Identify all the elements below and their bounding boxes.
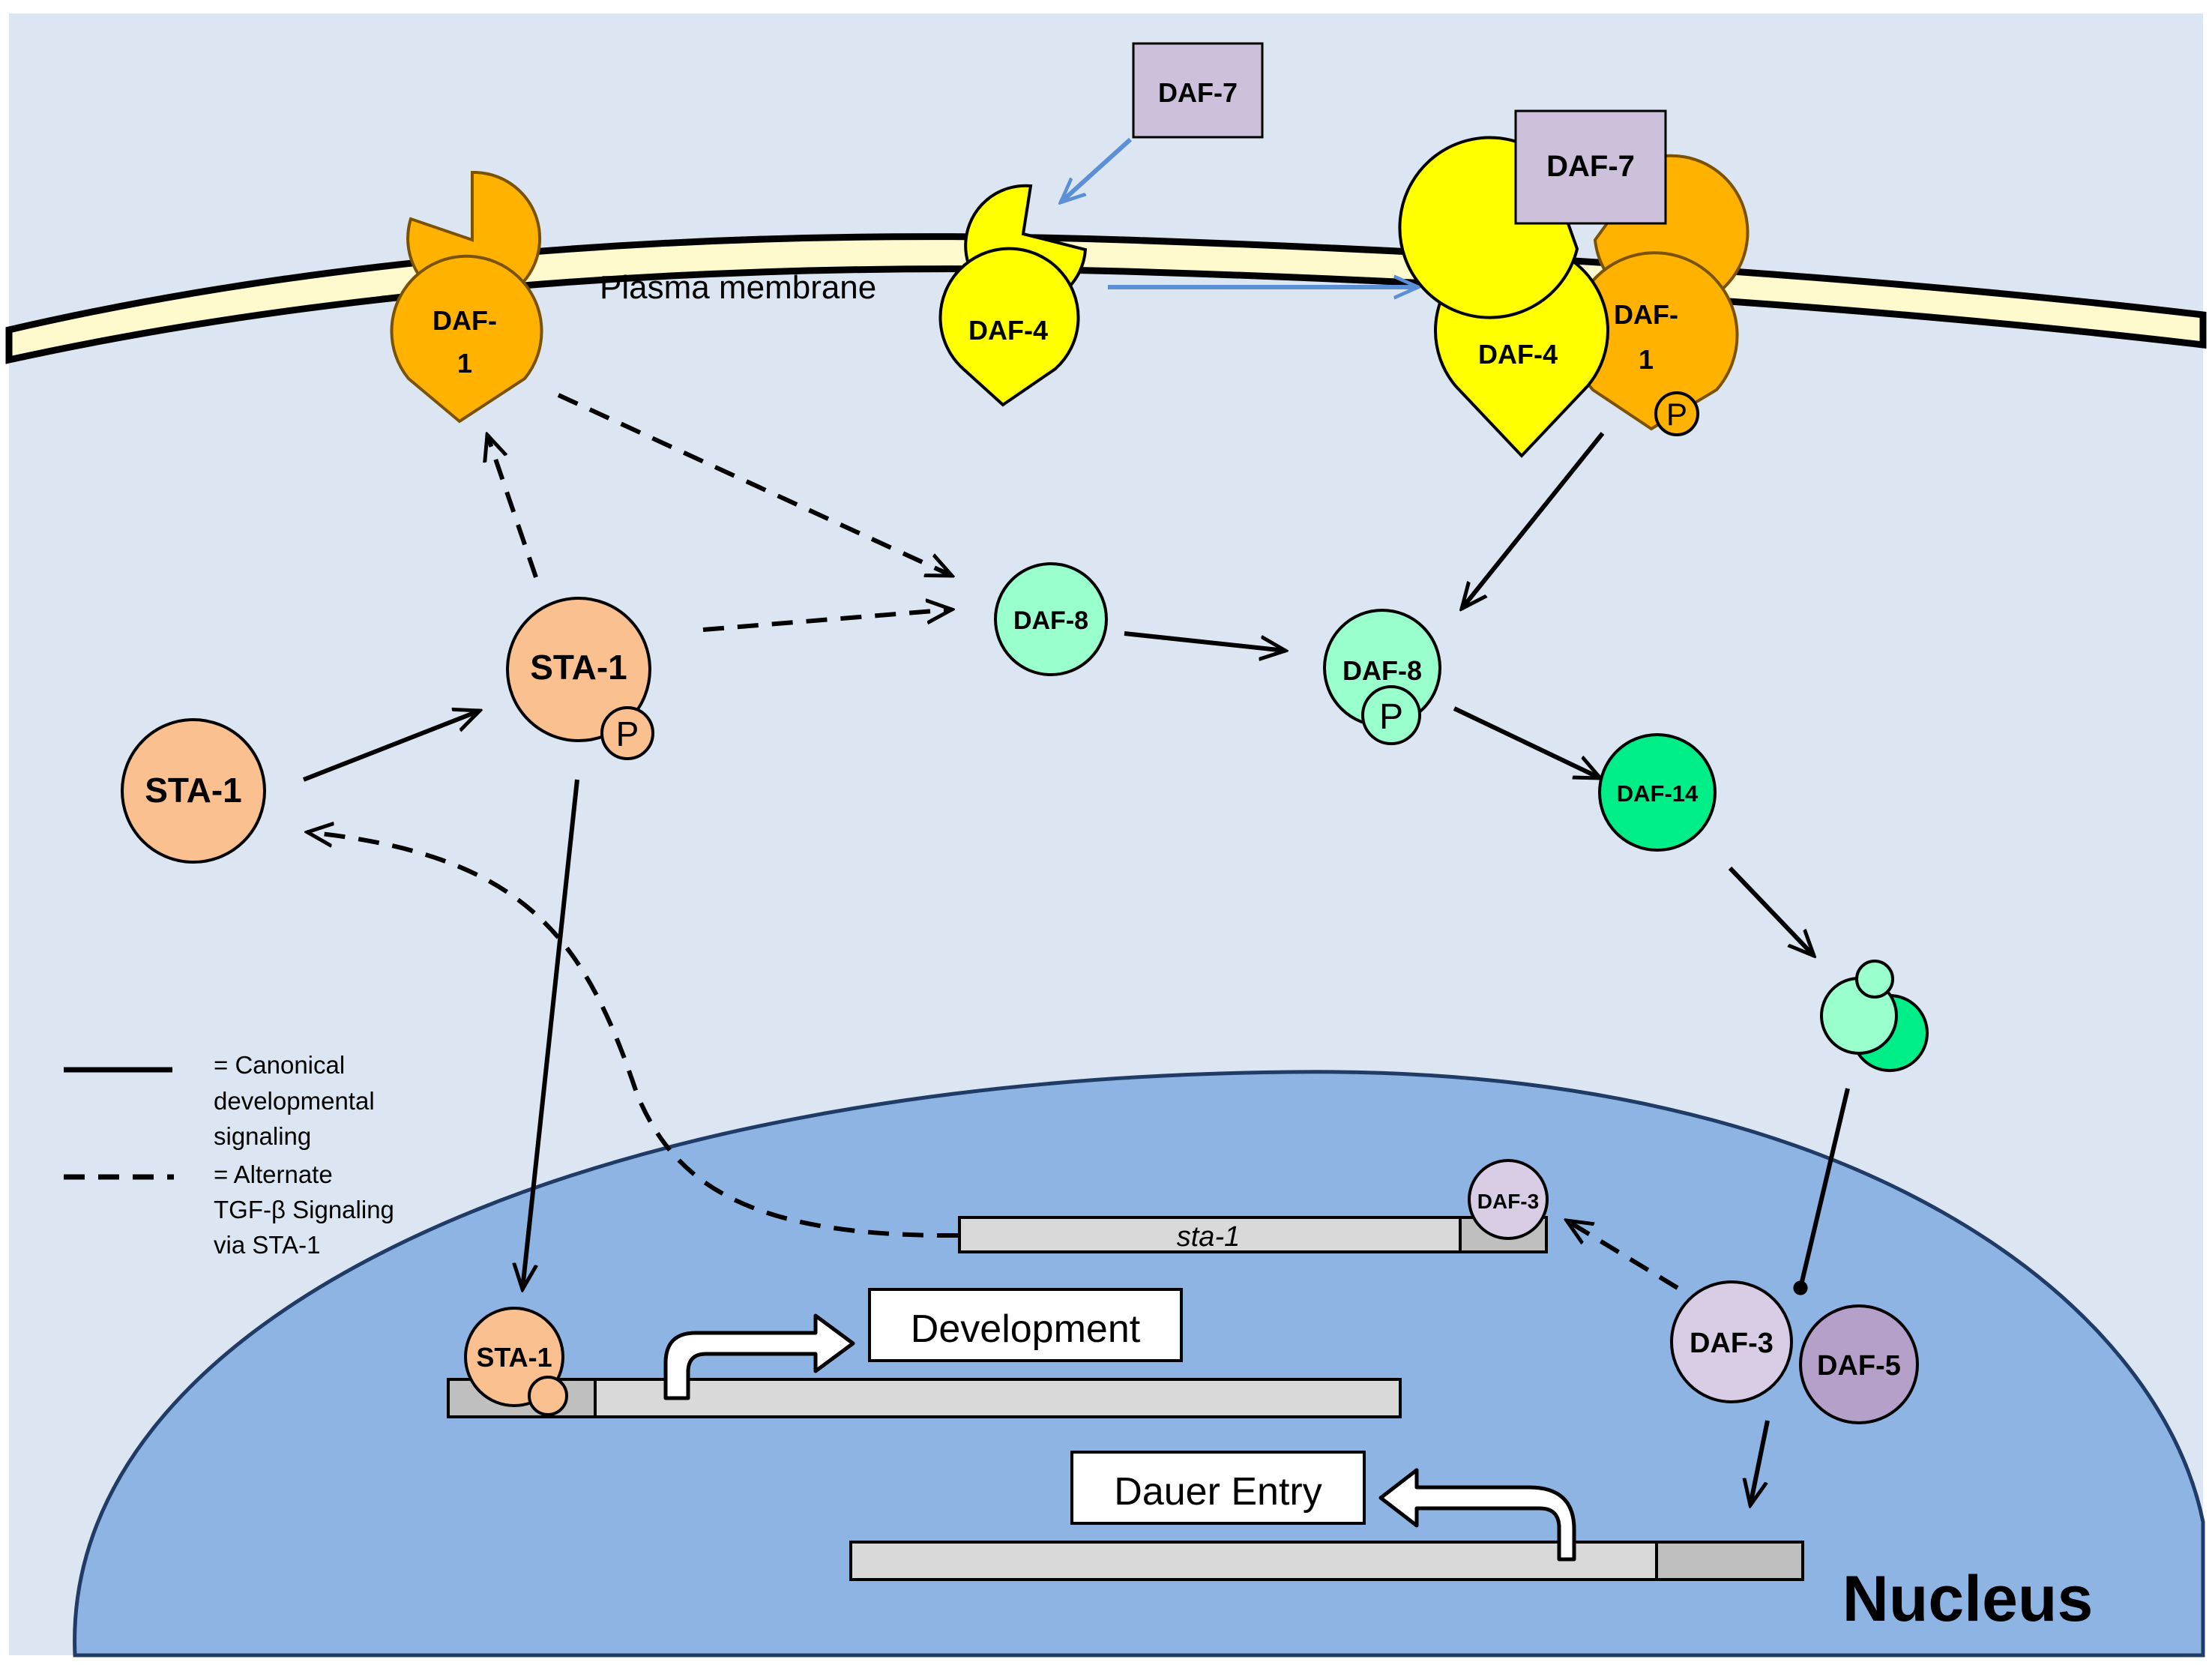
daf7-bound-label: DAF-7 [1546, 150, 1635, 183]
complex-to-daf8p-arrow [1462, 432, 1605, 609]
daf1-phospho-group [1654, 391, 1699, 436]
sta1-activation-arrow [302, 711, 480, 782]
development-transcription-arrow [663, 1313, 855, 1400]
sta1-phospho-group [600, 706, 654, 760]
daf3-to-dauer-gene-arrow [1750, 1420, 1770, 1505]
sta1-phosphorylated-label: STA-1 [530, 648, 627, 687]
legend-dashed-text-1: = Alternate [214, 1160, 333, 1188]
daf7-binding-arrow [1061, 137, 1133, 202]
plasma-membrane-label: Plasma membrane [600, 269, 876, 306]
sta1-gene-label: sta-1 [1177, 1221, 1240, 1253]
daf14-to-smad-complex-arrow [1728, 866, 1814, 956]
daf1-right-label-line2: 1 [1639, 344, 1654, 375]
daf14-label: DAF-14 [1617, 780, 1699, 807]
sta1-gene-feedback-dashed-arrow [307, 832, 959, 1238]
daf1-to-daf8-dashed-arrow [557, 393, 952, 578]
legend-dashed-text-2: TGF-β Signaling [214, 1196, 394, 1223]
smad-complex-phospho [1855, 960, 1894, 999]
daf7-free-ligand [1132, 42, 1264, 139]
daf8-free-label: DAF-8 [1013, 606, 1088, 635]
daf1-left-label-line1: DAF- [433, 305, 497, 336]
dauer-transcription-arrow [1378, 1468, 1576, 1562]
daf8-phospho-group [1361, 685, 1421, 745]
dauer-gene-promoter [1655, 1541, 1804, 1581]
legend: = Canonical developmental signaling = Al… [64, 1051, 394, 1259]
daf4-middle-label: DAF-4 [968, 315, 1048, 346]
sta1-gene-dna [958, 1216, 1462, 1253]
daf4-receptor-middle: DAF-4 [938, 184, 1088, 407]
daf7-bound-ligand [1514, 109, 1667, 225]
sta1p-to-daf8-dashed-arrow [702, 609, 952, 632]
dauer-entry-label: Dauer Entry [1114, 1470, 1322, 1514]
legend-solid-text-1: = Canonical [214, 1051, 345, 1079]
daf14 [1598, 733, 1717, 852]
daf7-free-label: DAF-7 [1158, 77, 1238, 108]
daf1-left-body [390, 254, 543, 424]
legend-dashed-text-3: via STA-1 [214, 1231, 320, 1259]
sta1p-nuclear-translocation-arrow [522, 779, 579, 1289]
daf3-on-sta1-promoter [1468, 1159, 1549, 1240]
smad-complex [1820, 960, 1929, 1072]
sta1-phosphorylated [506, 597, 651, 742]
development-label: Development [911, 1307, 1141, 1351]
daf3-to-sta1-gene-dashed-arrow [1567, 1220, 1679, 1290]
development-label-box [868, 1288, 1183, 1362]
daf4-right-label: DAF-4 [1478, 339, 1558, 370]
daf8p-to-daf14-arrow [1453, 706, 1600, 780]
development-gene-dna [594, 1378, 1402, 1418]
daf4-middle-body [938, 247, 1080, 407]
legend-solid-text-3: signaling [214, 1122, 311, 1150]
daf8-phospho-label: P [1379, 697, 1403, 737]
daf8-to-daf8p-arrow [1124, 631, 1286, 651]
nucleus-region [73, 1070, 2205, 1658]
sta1-free-label: STA-1 [145, 771, 242, 810]
dauer-entry-label-box [1070, 1451, 1366, 1525]
sta1-to-daf1-dashed-arrow [487, 435, 538, 578]
daf8-phosphorylated-label: DAF-8 [1342, 655, 1422, 686]
daf3-label: DAF-3 [1690, 1328, 1773, 1359]
smad-complex-to-daf3-inhibit-line [1793, 1088, 1850, 1295]
daf1-right-label-line1: DAF- [1614, 299, 1678, 330]
sta1-phospho-label: P [616, 714, 639, 753]
legend-solid-text-2: developmental [214, 1087, 375, 1115]
receptor-complex: DAF-7 DAF-4 DAF- 1 P [1398, 109, 1750, 458]
daf1-phospho-label: P [1666, 397, 1687, 432]
sta1-free [121, 718, 266, 864]
dauer-gene-dna [849, 1541, 1658, 1581]
daf3 [1670, 1280, 1793, 1403]
daf3-on-sta1-promoter-label: DAF-3 [1477, 1190, 1539, 1213]
nucleus-label: Nucleus [1842, 1563, 2094, 1635]
daf1-receptor-left: DAF- 1 [390, 170, 543, 424]
daf1-left-label-line2: 1 [457, 348, 472, 379]
sta1-nuclear-label: STA-1 [476, 1342, 552, 1373]
daf5 [1799, 1304, 1919, 1424]
daf5-label: DAF-5 [1817, 1350, 1901, 1382]
daf8-free [994, 562, 1108, 676]
sta1-nuclear-phospho-group [528, 1376, 568, 1416]
